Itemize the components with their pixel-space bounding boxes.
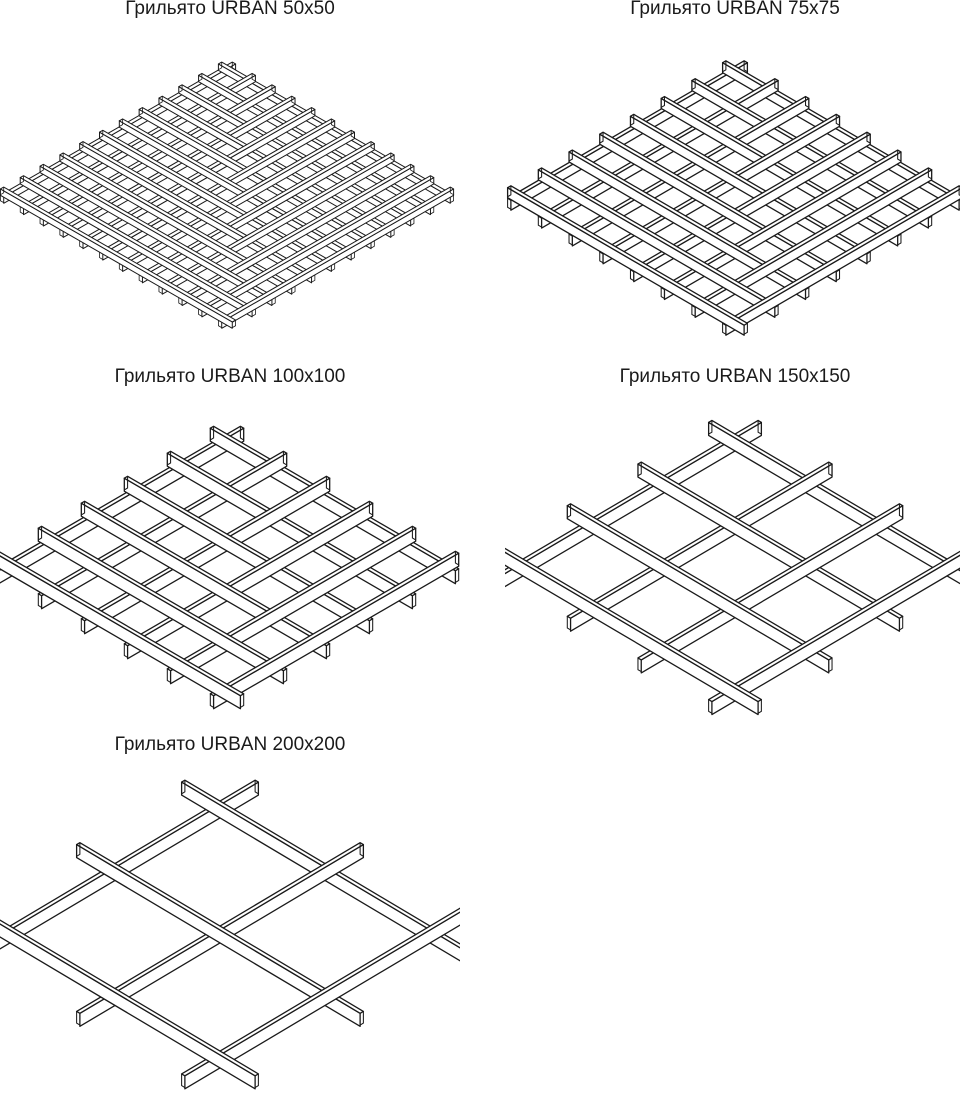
grid-panel-150: Грильято URBAN 150x150: [505, 366, 960, 728]
profile-v: [506, 60, 749, 211]
profile-u: [37, 525, 288, 685]
profile-u: [75, 842, 365, 1028]
profile-v: [691, 167, 933, 319]
grid-profiles: [0, 425, 460, 710]
profile-u: [599, 131, 841, 283]
profile-u: [660, 95, 902, 247]
grid-profiles: [0, 779, 460, 1090]
grid-title-75: Грильято URBAN 75x75: [630, 0, 840, 19]
profile-u: [0, 186, 237, 329]
profile-v: [707, 550, 960, 716]
profile-u: [178, 84, 415, 227]
grid-drawing-100: [0, 425, 460, 710]
profile-v: [19, 72, 256, 216]
profile-u: [707, 419, 960, 585]
grid-panel-75: Грильято URBAN 75x75: [505, 0, 960, 360]
grid-title-100: Грильято URBAN 100x100: [114, 366, 346, 387]
grid-panel-200: Грильято URBAN 200x200: [0, 734, 460, 1096]
profile-v: [537, 78, 779, 229]
profile-v: [629, 131, 871, 283]
profile-u: [0, 551, 245, 710]
profile-u: [566, 503, 833, 674]
profile-u: [506, 185, 749, 336]
grid-panel-50: Грильято URBAN 50x50: [0, 0, 460, 360]
grid-profiles: [506, 60, 960, 336]
profile-v: [209, 550, 460, 710]
profile-v: [138, 141, 375, 284]
profile-u: [505, 547, 763, 716]
profile-v: [39, 84, 276, 227]
profile-v: [0, 779, 260, 950]
grid-title-50: Грильято URBAN 50x50: [125, 0, 335, 19]
grid-drawing-200: [0, 779, 460, 1090]
profile-u: [637, 461, 904, 632]
profile-v: [178, 163, 415, 307]
profile-v: [198, 175, 435, 318]
profile-u: [19, 175, 256, 318]
profile-v: [158, 152, 395, 295]
profile-u: [691, 78, 933, 229]
grid-drawing-150: [505, 419, 960, 716]
grid-title-150: Грильято URBAN 150x150: [619, 366, 851, 387]
grid-profiles: [0, 61, 455, 329]
profile-v: [566, 461, 833, 632]
profile-v: [505, 419, 763, 588]
profile-u: [79, 141, 316, 284]
profile-v: [217, 186, 455, 329]
profile-v: [637, 503, 904, 674]
profile-u: [568, 149, 810, 301]
grid-panel-100: Грильято URBAN 100x100: [0, 366, 460, 728]
grid-drawing-75: [506, 60, 960, 336]
grid-drawing-50: [0, 61, 455, 329]
grid-title-200: Грильято URBAN 200x200: [114, 734, 346, 755]
profile-u: [158, 95, 395, 238]
profile-u: [629, 113, 871, 265]
grid-profiles: [505, 419, 960, 716]
profile-v: [79, 107, 316, 250]
profile-v: [99, 118, 336, 261]
